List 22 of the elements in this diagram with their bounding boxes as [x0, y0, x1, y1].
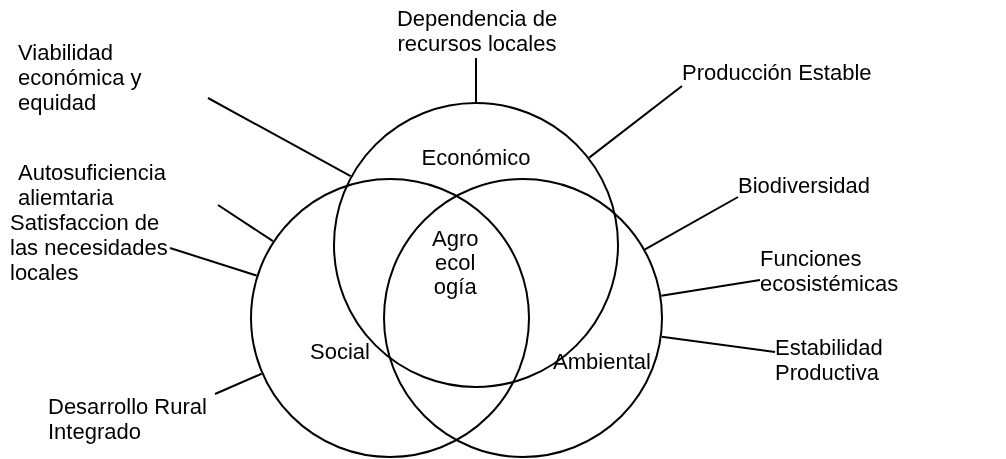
- callout-text: Producción Estable: [682, 60, 873, 85]
- leader-line: [207, 97, 352, 178]
- circle-label: Económico: [421, 146, 531, 170]
- leader-line: [475, 57, 477, 103]
- callout-text: Desarrollo Rural Integrado: [48, 394, 208, 444]
- callout-text: Estabilidad Productiva: [775, 335, 884, 385]
- leader-line: [660, 335, 776, 353]
- center-label: Agro ecol ogía: [432, 227, 479, 299]
- leader-line: [660, 279, 761, 297]
- callout-text: Autosuficiencia aliemtaria: [18, 160, 167, 210]
- callout-text: Biodiversidad: [738, 173, 872, 198]
- callout-text: Viabilidad económica y equidad: [18, 40, 143, 115]
- leader-line: [169, 247, 258, 277]
- callout-text: Satisfaccion de las necesidades locales: [10, 210, 169, 285]
- leader-line: [214, 372, 263, 395]
- leader-line: [644, 196, 739, 251]
- circle-label: Social: [310, 340, 370, 364]
- leader-line: [217, 204, 274, 243]
- callout-text: Funciones ecosistémicas: [760, 246, 900, 296]
- callout-text: Dependencia de recursos locales: [395, 6, 559, 56]
- leader-line: [588, 85, 683, 159]
- circle-label: Ambiental: [553, 350, 651, 374]
